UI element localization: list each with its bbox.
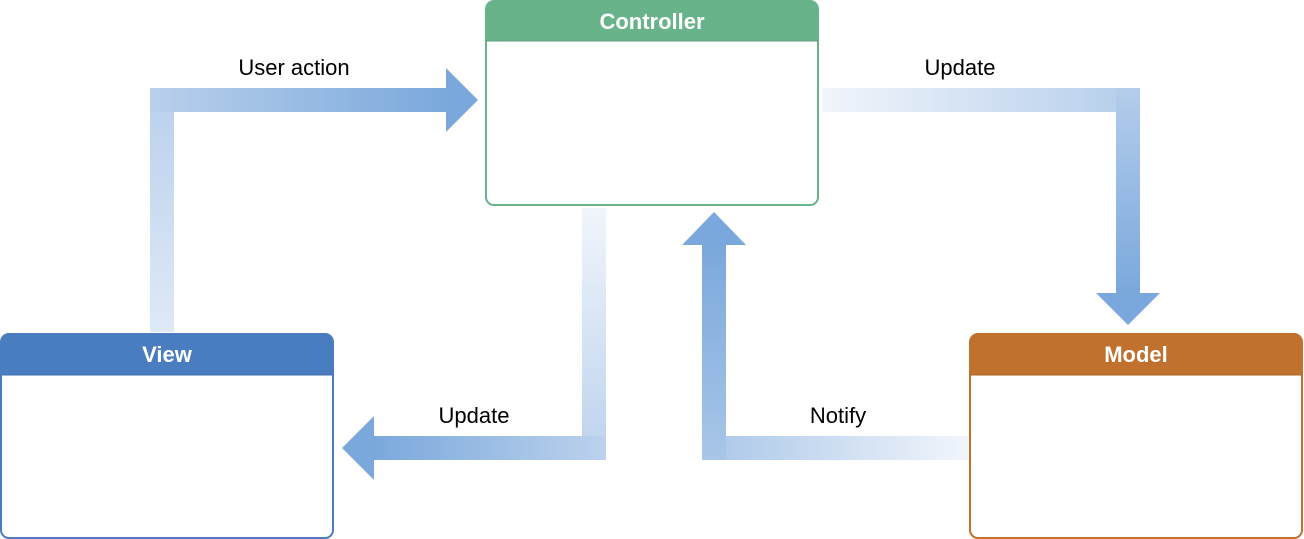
controller-to-view-label: Update (439, 403, 510, 428)
controller-to-view-arrow-horizontal-segment (372, 436, 606, 460)
user-action-label: User action (238, 55, 349, 80)
model-to-controller-arrowhead (682, 212, 746, 245)
view-box: View (0, 333, 334, 539)
controller-to-model-label: Update (925, 55, 996, 80)
model-to-controller-label: Notify (810, 403, 866, 428)
model-to-controller-arrow-vertical-segment (702, 243, 726, 460)
user-action-arrowhead (446, 68, 478, 132)
model-box-title: Model (1104, 342, 1168, 367)
controller-to-model-arrow-vertical-segment (1116, 88, 1140, 294)
model-to-controller-arrow-horizontal-segment (702, 436, 968, 460)
view-box-header (1, 334, 333, 375)
controller-to-model-arrow-horizontal-segment (822, 88, 1140, 112)
controller-to-model-arrowhead (1096, 293, 1160, 325)
model-to-controller-arrow (682, 212, 968, 460)
user-action-arrow (150, 68, 478, 332)
user-action-arrow-horizontal-segment (150, 88, 448, 112)
controller-box: Controller (485, 0, 819, 206)
controller-box-header (486, 1, 818, 41)
controller-to-view-arrow (342, 208, 606, 480)
user-action-arrow-vertical-segment (150, 88, 174, 332)
model-box: Model (969, 333, 1303, 539)
controller-to-model-arrow (822, 88, 1160, 325)
model-box-header (970, 334, 1302, 375)
controller-to-view-arrow-vertical-segment (582, 208, 606, 460)
controller-box-title: Controller (599, 9, 705, 34)
view-box-title: View (142, 342, 193, 367)
controller-to-view-arrowhead (342, 416, 374, 480)
